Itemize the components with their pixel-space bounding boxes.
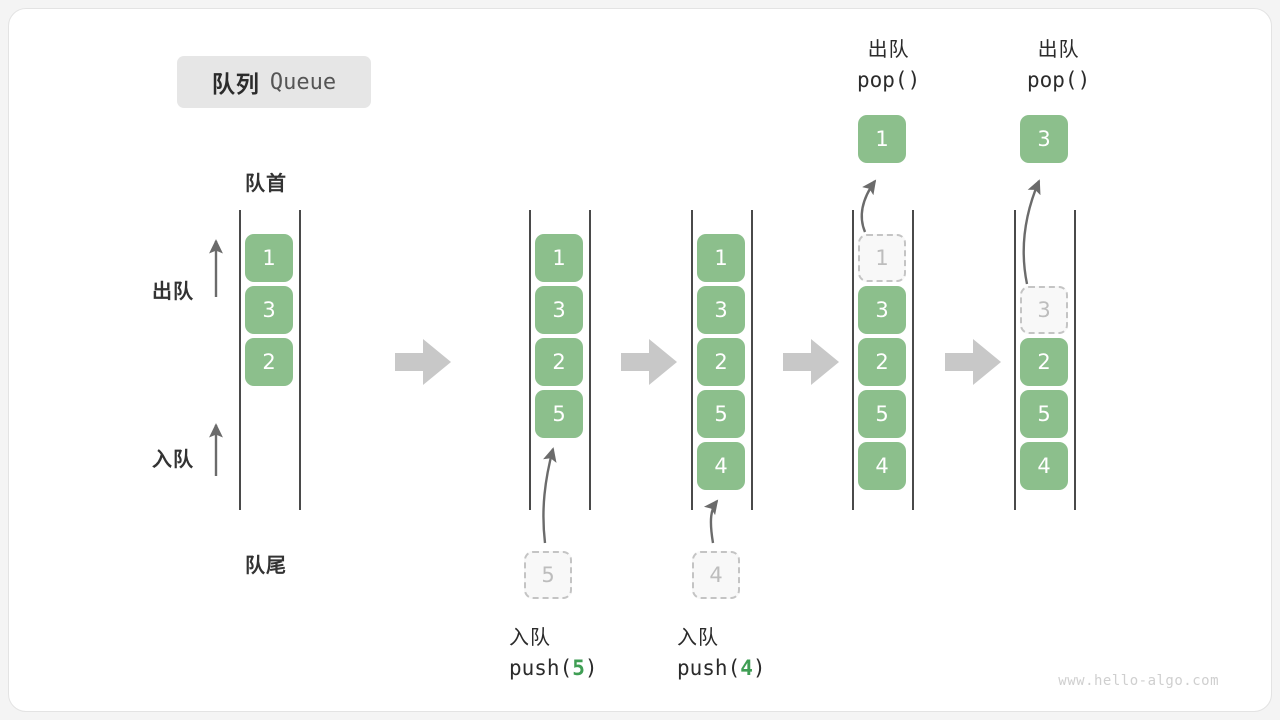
operation-label-code: pop() [857, 68, 921, 92]
queue-item: 5 [858, 390, 906, 438]
push-4-arrow [703, 499, 719, 544]
queue-item-new: 4 [697, 442, 745, 490]
queue-ghost-item: 4 [692, 551, 740, 599]
step-arrow-4 [945, 339, 1001, 385]
queue-item: 2 [1020, 338, 1068, 386]
operation-label-code: pop() [1027, 68, 1091, 92]
queue-item: 3 [858, 286, 906, 334]
pop-3-arrow [1022, 179, 1041, 285]
queue-item: 5 [697, 390, 745, 438]
operation-label-cn: 出队 [1037, 37, 1080, 61]
queue-rail-left-stage4 [852, 210, 854, 510]
operation-label-push-4: 入队 push(4) [677, 622, 766, 684]
queue-tail-label: 队尾 [245, 553, 287, 577]
queue-head-label: 队首 [245, 171, 287, 195]
queue-item: 2 [245, 338, 293, 386]
operation-label-pop-1: 出队 pop() [857, 34, 920, 96]
dequeue-direction-label: 出队 [152, 279, 194, 303]
queue-item: 1 [245, 234, 293, 282]
queue-rail-left-stage2 [529, 210, 531, 510]
diagram-card: 队列 Queue 队首 队尾 出队 入队 1 3 2 1 3 2 5 5 入队 … [8, 8, 1272, 712]
queue-item: 4 [1020, 442, 1068, 490]
queue-popped-item: 3 [1020, 115, 1068, 163]
operation-label-cn: 入队 [677, 625, 719, 649]
queue-item: 3 [697, 286, 745, 334]
title-english: Queue [269, 69, 337, 95]
queue-ghost-item: 3 [1020, 286, 1068, 334]
operation-label-cn: 入队 [509, 625, 551, 649]
title-chinese: 队列 [211, 72, 260, 98]
queue-rail-right-stage2 [589, 210, 591, 510]
step-arrow-3 [783, 339, 839, 385]
queue-item: 2 [535, 338, 583, 386]
queue-item: 1 [535, 234, 583, 282]
queue-rail-left-stage3 [691, 210, 693, 510]
push-5-arrow [542, 447, 557, 544]
queue-item: 2 [858, 338, 906, 386]
queue-rail-left-stage1 [239, 210, 241, 510]
queue-ghost-item: 1 [858, 234, 906, 282]
operation-label-pop-3: 出队 pop() [1027, 34, 1090, 96]
queue-ghost-item: 5 [524, 551, 572, 599]
queue-item: 2 [697, 338, 745, 386]
step-arrow-2 [621, 339, 677, 385]
watermark: www.hello-algo.com [1058, 673, 1219, 689]
title-badge: 队列 Queue [177, 56, 371, 108]
queue-rail-right-stage1 [299, 210, 301, 510]
queue-item: 3 [245, 286, 293, 334]
queue-item-new: 5 [535, 390, 583, 438]
queue-rail-right-stage4 [912, 210, 914, 510]
queue-item: 5 [1020, 390, 1068, 438]
operation-label-code: push(4) [677, 656, 766, 680]
queue-rail-right-stage5 [1074, 210, 1076, 510]
queue-item: 1 [697, 234, 745, 282]
pop-1-arrow [860, 179, 877, 233]
operation-label-cn: 出队 [867, 37, 910, 61]
enqueue-direction-label: 入队 [152, 447, 194, 471]
queue-popped-item: 1 [858, 115, 906, 163]
operation-label-code: push(5) [509, 656, 598, 680]
queue-rail-left-stage5 [1014, 210, 1016, 510]
arrow-overlay [209, 179, 1041, 544]
step-arrow-1 [395, 339, 451, 385]
queue-rail-right-stage3 [751, 210, 753, 510]
queue-item: 4 [858, 442, 906, 490]
queue-item: 3 [535, 286, 583, 334]
operation-label-push-5: 入队 push(5) [509, 622, 598, 684]
